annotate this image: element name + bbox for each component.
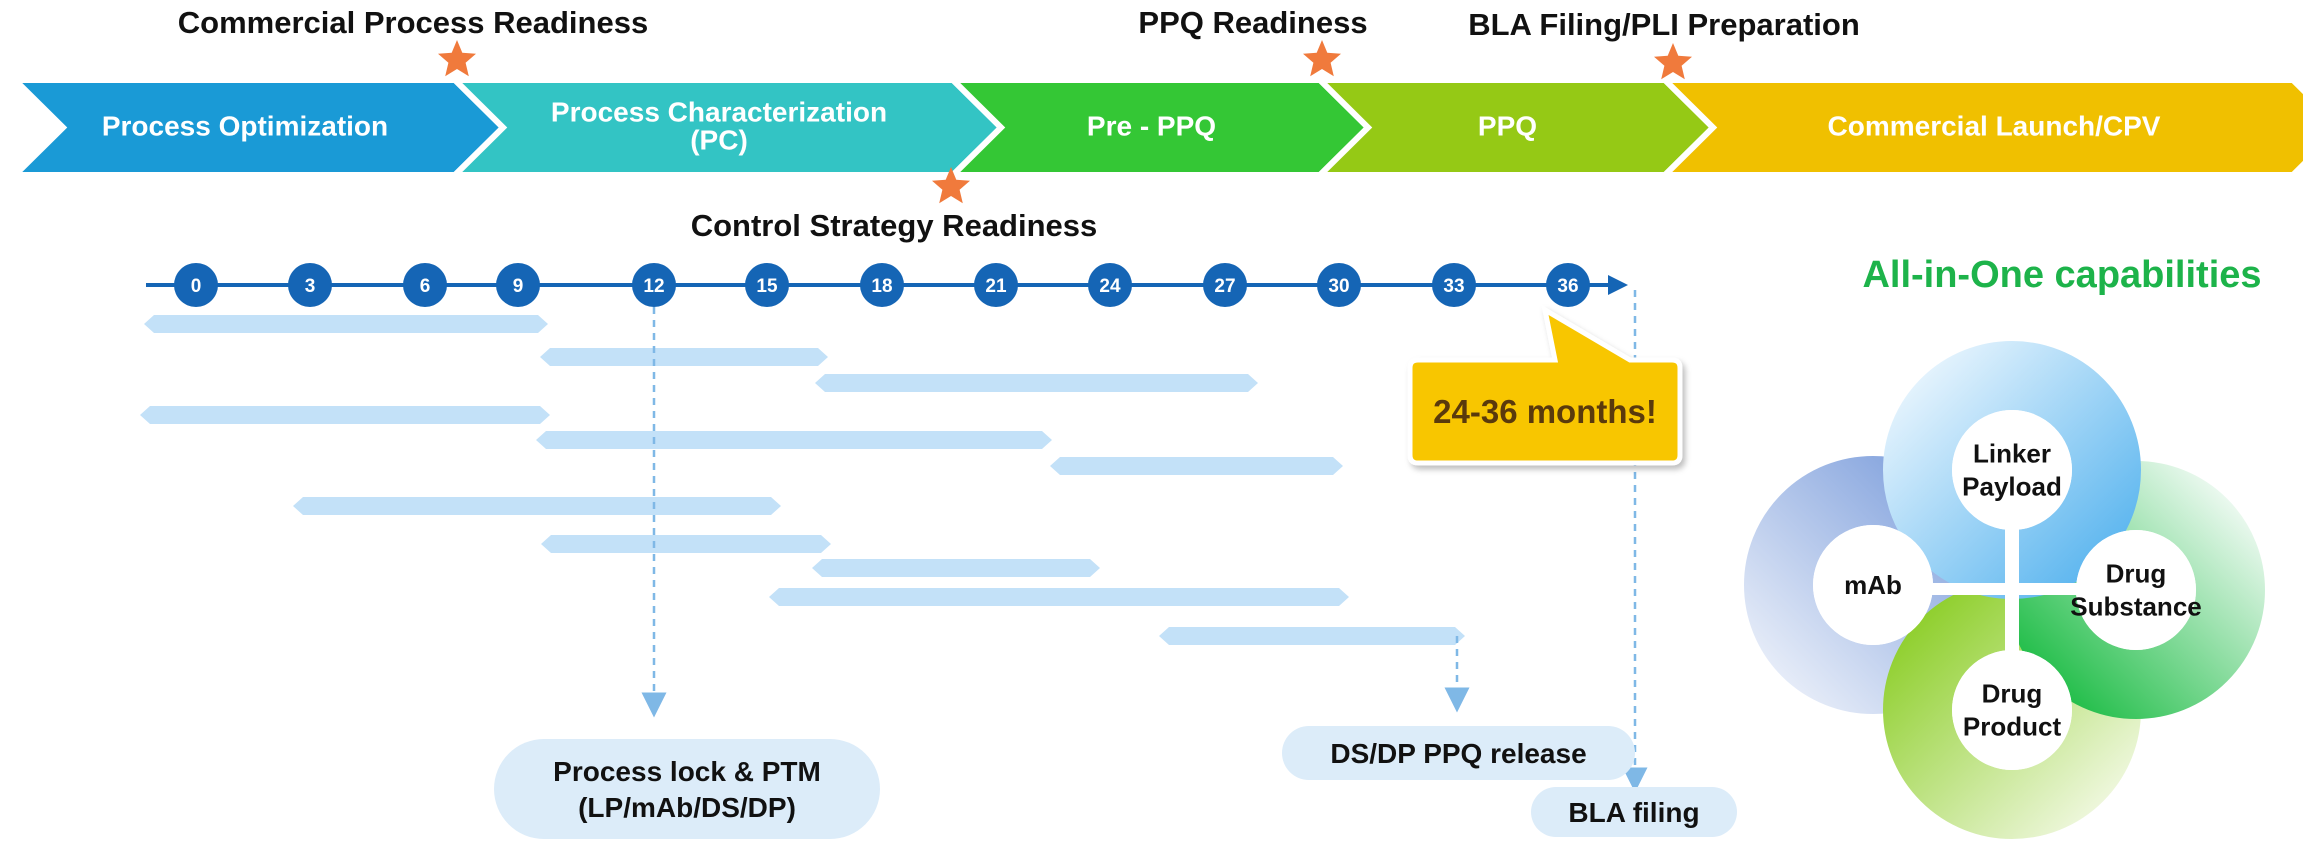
- timeline-month-label: 12: [643, 276, 664, 297]
- timeline-month-label: 0: [191, 276, 202, 297]
- timeline-node: [974, 263, 1018, 307]
- phase-label: Pre - PPQ: [1087, 110, 1216, 141]
- phase-label: Process Characterization: [551, 96, 887, 127]
- milestone-star-icon: [438, 40, 476, 77]
- capability-label: Substance: [2070, 592, 2202, 622]
- timeline-month-label: 30: [1328, 276, 1349, 297]
- timeline-month-label: 33: [1443, 276, 1464, 297]
- timeline-node: [1088, 263, 1132, 307]
- phase-chevron: [1657, 77, 2303, 178]
- milestone-label: Commercial Process Readiness: [178, 5, 648, 40]
- duration-callout-text: 24-36 months!: [1433, 393, 1657, 430]
- timeline-month-label: 15: [756, 276, 778, 297]
- timeline-month-label: 9: [513, 276, 524, 297]
- milestone-star-icon: [932, 167, 970, 204]
- ppq-release-pill: [1282, 726, 1635, 780]
- process-lock-pill-label: (LP/mAb/DS/DP): [578, 792, 796, 823]
- timeline-month-label: 18: [871, 276, 892, 297]
- milestone-star-icon: [1654, 43, 1692, 80]
- milestone-label: Control Strategy Readiness: [691, 208, 1098, 243]
- capability-label: Drug: [1982, 679, 2043, 709]
- bla-filing-pill-label: BLA filing: [1568, 797, 1699, 828]
- timeline-node: [403, 263, 447, 307]
- ppq-release-pill-label: DS/DP PPQ release: [1330, 738, 1586, 769]
- capability-label: Payload: [1962, 472, 2062, 502]
- capability-label: Drug: [2106, 559, 2167, 589]
- milestone-label: BLA Filing/PLI Preparation: [1468, 7, 1860, 42]
- phase-label: Process Optimization: [102, 110, 388, 141]
- capability-label: Linker: [1973, 439, 2051, 469]
- gantt-bar: [144, 315, 548, 333]
- gantt-bar: [536, 431, 1052, 449]
- milestone-label: PPQ Readiness: [1138, 5, 1367, 40]
- timeline-month-label: 21: [985, 276, 1007, 297]
- duration-callout: [1407, 305, 1683, 466]
- capability-label: mAb: [1844, 570, 1902, 600]
- gantt-bar: [769, 588, 1349, 606]
- capability-hub: [2076, 530, 2196, 650]
- gantt-bar: [140, 406, 550, 424]
- timeline-month-label: 24: [1099, 276, 1121, 297]
- phase-label: (PC): [690, 124, 748, 155]
- bla-filing-pill: [1531, 787, 1737, 837]
- gantt-bar: [541, 535, 831, 553]
- timeline-node: [1546, 263, 1590, 307]
- timeline-node: [1203, 263, 1247, 307]
- capability-label: Product: [1963, 712, 2062, 742]
- milestone-star-icon: [1303, 40, 1341, 77]
- gantt-bar: [293, 497, 781, 515]
- gantt-bar: [815, 374, 1258, 392]
- timeline-node: [745, 263, 789, 307]
- capability-hub: [1952, 410, 2072, 530]
- gantt-bar: [812, 559, 1100, 577]
- capability-hub: [1952, 650, 2072, 770]
- timeline-node: [1432, 263, 1476, 307]
- timeline-month-label: 6: [420, 276, 431, 297]
- phase-label: Commercial Launch/CPV: [1828, 110, 2161, 141]
- process-lock-pill-label: Process lock & PTM: [553, 756, 821, 787]
- timeline-month-label: 36: [1557, 276, 1578, 297]
- timeline-node: [174, 263, 218, 307]
- gantt-bar: [1050, 457, 1343, 475]
- gantt-bar: [1159, 627, 1465, 645]
- timeline-arrow-icon: [1608, 275, 1628, 295]
- phase-label: PPQ: [1478, 110, 1537, 141]
- timeline-node: [496, 263, 540, 307]
- timeline-month-label: 27: [1214, 276, 1235, 297]
- timeline-node: [860, 263, 904, 307]
- timeline-node: [632, 263, 676, 307]
- capabilities-title: All-in-One capabilities: [1862, 254, 2261, 296]
- process-lock-pill: [494, 739, 880, 839]
- gantt-bar: [540, 348, 828, 366]
- timeline-node: [1317, 263, 1361, 307]
- timeline-month-label: 3: [305, 276, 316, 297]
- capability-hub: [1813, 525, 1933, 645]
- cycle-divider: [1873, 583, 2137, 595]
- timeline-node: [288, 263, 332, 307]
